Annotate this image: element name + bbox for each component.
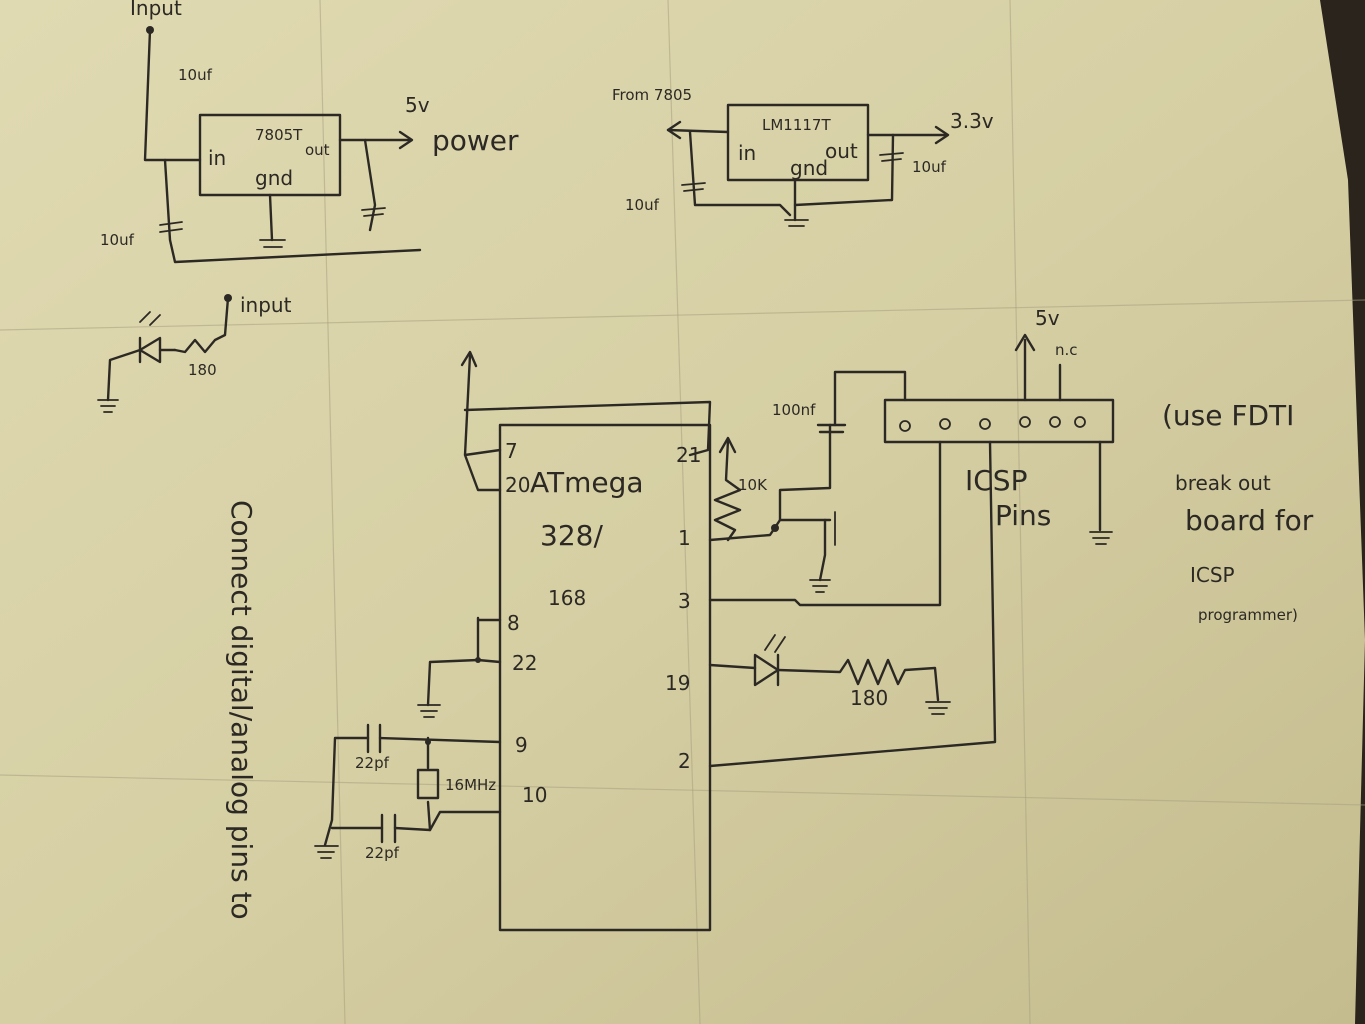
- regulator-3v3-circuit: From 7805 LM1117T in gnd out 3.3v 10uf 1…: [612, 86, 994, 227]
- regulator-5v-output-voltage: 5v: [405, 93, 430, 117]
- atmega-pin-2: 2: [678, 749, 691, 773]
- note-left: Connect digital/analog pins to: [225, 500, 258, 920]
- atmega-pin-10: 10: [522, 783, 547, 807]
- note-right-line-4: ICSP: [1190, 563, 1235, 587]
- note-right-line-5: programmer): [1198, 606, 1298, 624]
- atmega-name: ATmega: [530, 466, 644, 499]
- crystal-freq-label: 16MHz: [445, 776, 496, 794]
- icsp-vcc-label: 5v: [1035, 306, 1060, 330]
- icsp-label-1: ICSP: [965, 464, 1027, 497]
- note-left-text: Connect digital/analog pins to: [225, 500, 258, 920]
- regulator-3v3-cap-right-label: 10uf: [912, 158, 947, 176]
- regulator-5v-pin-in: in: [208, 146, 226, 170]
- atmega-chip: 7 20 ATmega 21 328/ 168 8 22 9 10 1 3 19…: [417, 350, 712, 932]
- atmega-pin-19: 19: [665, 671, 690, 695]
- regulator-5v-cap-top-label: 10uf: [178, 66, 213, 84]
- regulator-5v-cap-bottom-label: 10uf: [100, 231, 135, 249]
- regulator-3v3-pin-out: out: [825, 139, 858, 163]
- note-right-line-2: break out: [1175, 471, 1271, 495]
- crystal-cap-bottom-label: 22pf: [365, 844, 400, 862]
- regulator-3v3-from-label: From 7805: [612, 86, 692, 104]
- reset-circuit: 10K 100nf: [708, 370, 907, 593]
- atmega-pin-22: 22: [512, 651, 537, 675]
- atmega-pin-3: 3: [678, 589, 691, 613]
- atmega-pin-7: 7: [505, 439, 518, 463]
- regulator-3v3-cap-left-label: 10uf: [625, 196, 660, 214]
- power-led-input-label: input: [240, 293, 292, 317]
- atmega-pin-20: 20: [505, 473, 530, 497]
- atmega-alt-model: 168: [548, 586, 586, 610]
- regulator-5v-pin-out: out: [305, 141, 330, 159]
- icsp-nc-label: n.c: [1055, 341, 1078, 359]
- led-19-circuit: 180: [708, 634, 951, 715]
- reset-cap-label: 100nf: [772, 401, 816, 419]
- atmega-model: 328/: [540, 519, 603, 552]
- atmega-pin-1: 1: [678, 526, 691, 550]
- note-right-line-3: board for: [1185, 504, 1314, 537]
- regulator-3v3-output-voltage: 3.3v: [950, 109, 994, 133]
- crystal-circuit: 22pf 16MHz 22pf: [314, 723, 502, 862]
- regulator-5v-circuit: Input 10uf 7805T in gnd out 5v power 10u…: [100, 0, 519, 264]
- regulator-3v3-chip-label: LM1117T: [762, 116, 831, 134]
- icsp-header: 5v n.c ICSP Pins: [708, 306, 1115, 768]
- regulator-5v-input-label: Input: [130, 0, 182, 20]
- power-led-resistor-label: 180: [188, 361, 217, 379]
- atmega-pin-21: 21: [676, 443, 701, 467]
- regulator-5v-output-label: power: [432, 124, 519, 157]
- atmega-pin-9: 9: [515, 733, 528, 757]
- power-led-circuit: input 180: [97, 293, 292, 413]
- regulator-3v3-pin-in: in: [738, 141, 756, 165]
- note-right-line-1: (use FDTI: [1162, 399, 1294, 432]
- crystal-cap-top-label: 22pf: [355, 754, 390, 772]
- note-right: (use FDTI break out board for ICSP progr…: [1162, 399, 1314, 624]
- reset-resistor-label: 10K: [738, 476, 768, 494]
- led-19-resistor-label: 180: [850, 686, 888, 710]
- regulator-5v-chip-label: 7805T: [255, 126, 303, 144]
- icsp-label-2: Pins: [995, 499, 1051, 532]
- atmega-pin-8: 8: [507, 611, 520, 635]
- regulator-3v3-pin-gnd: gnd: [790, 156, 828, 180]
- regulator-5v-pin-gnd: gnd: [255, 166, 293, 190]
